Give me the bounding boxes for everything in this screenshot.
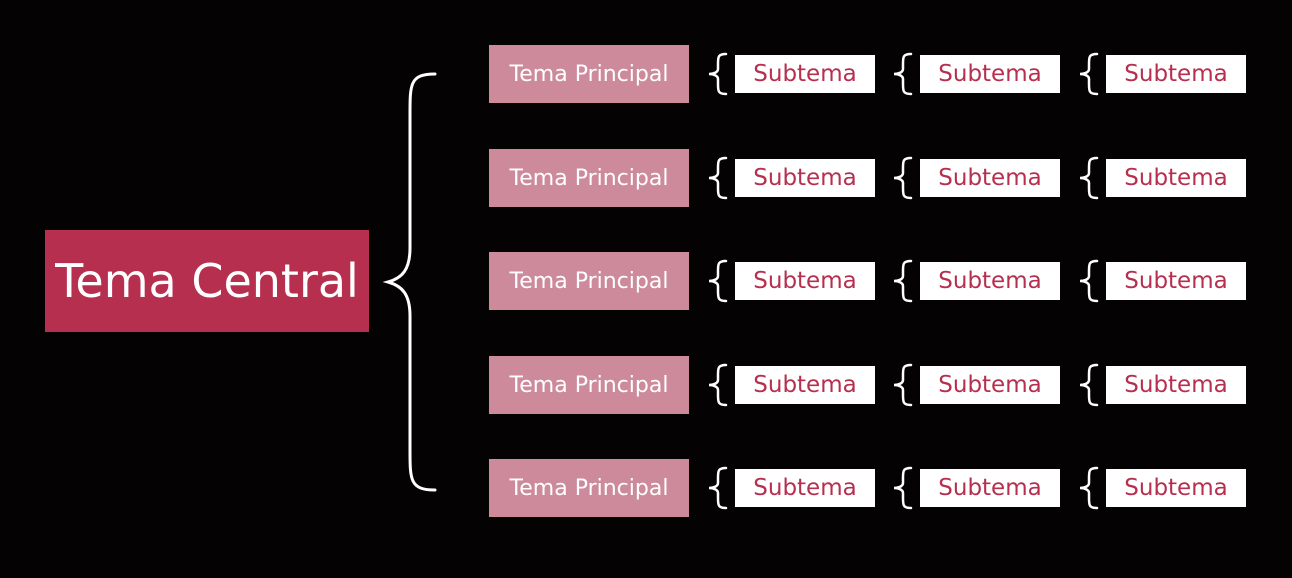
main-topic-box[interactable]: Tema Principal xyxy=(489,252,689,310)
subtopic-box[interactable]: Subtema xyxy=(735,366,875,404)
subtopic-brace xyxy=(1079,363,1099,407)
subtopic-box[interactable]: Subtema xyxy=(920,159,1060,197)
main-topic-label: Tema Principal xyxy=(509,61,669,87)
subtopic-label: Subtema xyxy=(938,61,1042,87)
subtopic-label: Subtema xyxy=(1124,475,1228,501)
subtopic-label: Subtema xyxy=(1124,61,1228,87)
subtopic-box[interactable]: Subtema xyxy=(735,469,875,507)
main-topic-box[interactable]: Tema Principal xyxy=(489,149,689,207)
main-topic-box[interactable]: Tema Principal xyxy=(489,459,689,517)
subtopic-box[interactable]: Subtema xyxy=(920,55,1060,93)
subtopic-brace xyxy=(1079,156,1099,200)
subtopic-brace xyxy=(1079,52,1099,96)
subtopic-brace xyxy=(893,363,913,407)
subtopic-box[interactable]: Subtema xyxy=(1106,159,1246,197)
subtopic-box[interactable]: Subtema xyxy=(1106,55,1246,93)
subtopic-box[interactable]: Subtema xyxy=(735,159,875,197)
main-brace xyxy=(382,72,437,492)
subtopic-brace xyxy=(708,156,728,200)
main-topic-label: Tema Principal xyxy=(509,165,669,191)
central-topic-box[interactable]: Tema Central xyxy=(45,230,369,332)
subtopic-label: Subtema xyxy=(938,475,1042,501)
subtopic-label: Subtema xyxy=(938,372,1042,398)
subtopic-label: Subtema xyxy=(1124,165,1228,191)
subtopic-label: Subtema xyxy=(938,165,1042,191)
subtopic-box[interactable]: Subtema xyxy=(1106,469,1246,507)
subtopic-brace xyxy=(708,52,728,96)
subtopic-label: Subtema xyxy=(753,268,857,294)
subtopic-brace xyxy=(1079,259,1099,303)
subtopic-label: Subtema xyxy=(753,165,857,191)
subtopic-brace xyxy=(893,52,913,96)
subtopic-label: Subtema xyxy=(1124,268,1228,294)
subtopic-label: Subtema xyxy=(1124,372,1228,398)
subtopic-brace xyxy=(1079,466,1099,510)
subtopic-box[interactable]: Subtema xyxy=(735,262,875,300)
subtopic-box[interactable]: Subtema xyxy=(735,55,875,93)
subtopic-label: Subtema xyxy=(753,372,857,398)
main-topic-label: Tema Principal xyxy=(509,475,669,501)
subtopic-box[interactable]: Subtema xyxy=(920,469,1060,507)
subtopic-box[interactable]: Subtema xyxy=(920,366,1060,404)
subtopic-box[interactable]: Subtema xyxy=(1106,366,1246,404)
main-topic-box[interactable]: Tema Principal xyxy=(489,45,689,103)
subtopic-label: Subtema xyxy=(753,475,857,501)
subtopic-box[interactable]: Subtema xyxy=(920,262,1060,300)
subtopic-box[interactable]: Subtema xyxy=(1106,262,1246,300)
subtopic-label: Subtema xyxy=(753,61,857,87)
main-topic-label: Tema Principal xyxy=(509,268,669,294)
subtopic-brace xyxy=(708,259,728,303)
subtopic-brace xyxy=(708,466,728,510)
subtopic-brace xyxy=(893,156,913,200)
main-topic-label: Tema Principal xyxy=(509,372,669,398)
subtopic-brace xyxy=(708,363,728,407)
main-topic-box[interactable]: Tema Principal xyxy=(489,356,689,414)
central-topic-label: Tema Central xyxy=(55,254,359,308)
subtopic-label: Subtema xyxy=(938,268,1042,294)
subtopic-brace xyxy=(893,259,913,303)
subtopic-brace xyxy=(893,466,913,510)
